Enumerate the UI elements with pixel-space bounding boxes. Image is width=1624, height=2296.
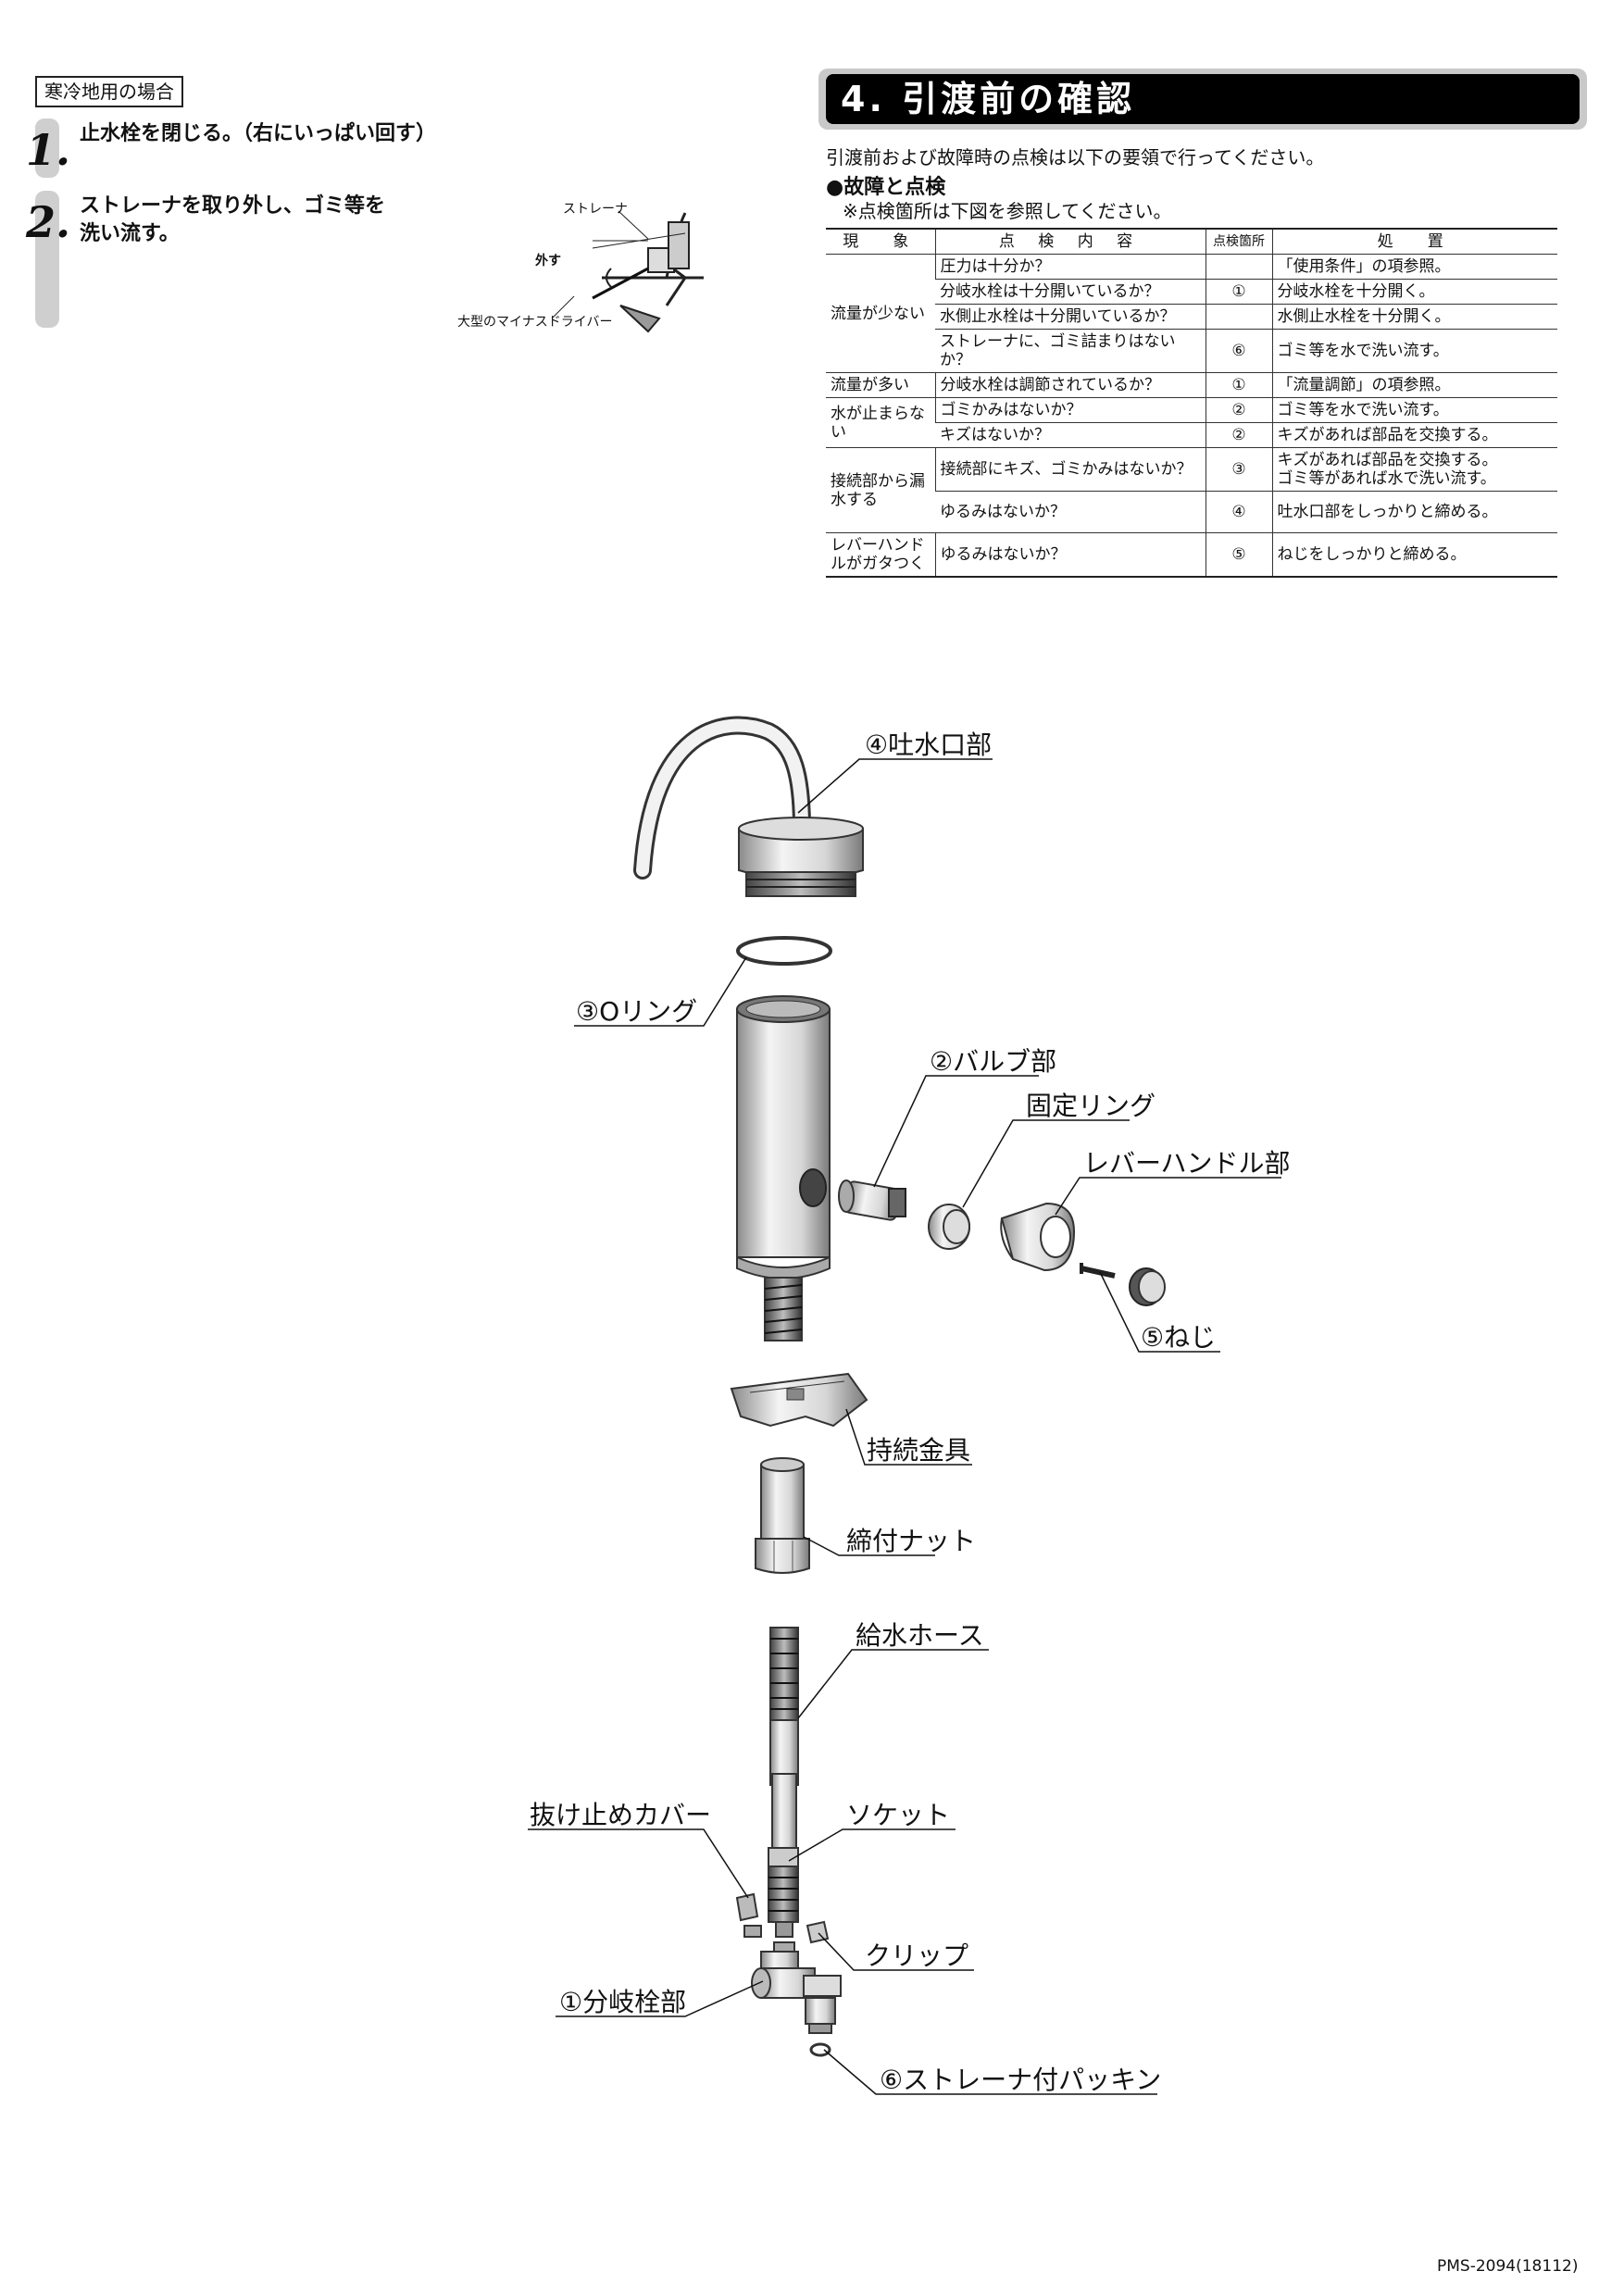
label-fixing-ring: 固定リング <box>1026 1091 1156 1121</box>
point-cell: ① <box>1205 372 1272 398</box>
bracket-part <box>730 1372 868 1428</box>
phenomenon-cell: 流量が少ない <box>826 254 935 373</box>
document-id: PMS-2094(18112) <box>1437 2257 1579 2276</box>
action-cell: 分岐水栓を十分開く。 <box>1271 279 1557 305</box>
action-cell: キズがあれば部品を交換する。 <box>1271 422 1557 448</box>
screw-part <box>1080 1263 1116 1279</box>
supply-hose-part <box>769 1627 799 1849</box>
point-cell: ⑥ <box>1205 329 1272 373</box>
strainer-gasket-part <box>809 2042 831 2057</box>
strainer-removal-figure: ストレーナ 外す 大型のマイナスドライバー <box>457 202 704 333</box>
section-intro: 引渡前および故障時の点検は以下の要領で行ってください。 <box>826 146 1325 168</box>
check-cell: ゆるみはないか？ <box>934 532 1206 578</box>
check-cell: 接続部にキズ、ゴミかみはないか？ <box>934 447 1206 492</box>
step-1-text: 止水栓を閉じる。（右にいっぱい回す） <box>80 122 437 145</box>
phenomenon-cell: 接続部から漏水する <box>826 447 935 533</box>
step-2-number: 2. <box>26 197 71 247</box>
leader-lines <box>528 758 1281 2095</box>
header-point: 点検箇所 <box>1205 228 1272 255</box>
step-2-bar <box>35 191 59 328</box>
label-supply-hose: 給水ホース <box>856 1620 984 1651</box>
label-stop-cover: 抜け止めカバー <box>530 1800 711 1830</box>
point-cell: ④ <box>1205 491 1272 533</box>
label-screw: ⑤ねじ <box>1141 1322 1216 1353</box>
step-2-text: ストレーナを取り外し、ゴミ等を 洗い流す。 <box>80 194 386 245</box>
lever-handle-part <box>1000 1202 1076 1272</box>
phenomenon-cell: 流量が多い <box>826 372 935 398</box>
screwdriver-label: 大型のマイナスドライバー <box>457 315 612 330</box>
branch-faucet-part <box>751 1951 842 2034</box>
reference-note: ※点検箇所は下図を参照してください。 <box>843 200 1172 222</box>
label-branch-faucet: ①分岐栓部 <box>559 1987 686 2017</box>
label-clip: クリップ <box>865 1940 968 1971</box>
point-cell: ② <box>1205 397 1272 423</box>
phenomenon-cell: レバーハンドルがガタつく <box>826 532 935 578</box>
header-action: 処 置 <box>1271 228 1557 255</box>
label-tightening-nut: 締付ナット <box>846 1526 976 1556</box>
phenomenon-cell: 水が止まらない <box>826 397 935 448</box>
table-row: レバーハンドルがガタつく ゆるみはないか？ ⑤ ねじをしっかりと締める。 <box>826 532 1557 578</box>
spout-part <box>633 716 864 897</box>
point-cell <box>1205 254 1272 280</box>
table-row: ゆるみはないか？ ④ 吐水口部をしっかりと締める。 <box>826 491 1557 533</box>
stop-cover-part <box>735 1892 762 1938</box>
valve-part <box>838 1179 906 1221</box>
point-cell: ① <box>1205 279 1272 305</box>
label-lever-handle: レバーハンドル部 <box>1083 1148 1290 1179</box>
remove-label: 外す <box>535 253 561 268</box>
o-ring-part <box>736 936 832 966</box>
cold-region-label: 寒冷地用の場合 <box>35 76 183 107</box>
check-cell: ゆるみはないか？ <box>935 491 1206 533</box>
faults-subheading: ●故障と点検 <box>826 176 946 199</box>
table-row: 流量が多い 分岐水栓は調節されているか？ ① 「流量調節」の項参照。 <box>826 372 1557 398</box>
step-1-bar <box>35 119 59 178</box>
check-cell: 分岐水栓は調節されているか？ <box>934 372 1206 398</box>
action-cell: キズがあれば部品を交換する。 ゴミ等があれば水で洗い流す。 <box>1271 447 1557 492</box>
label-spout: ④吐水口部 <box>865 730 992 760</box>
action-cell: 吐水口部をしっかりと締める。 <box>1271 491 1557 533</box>
table-row: ストレーナに、ゴミ詰まりはないか？ ⑥ ゴミ等を水で洗い流す。 <box>826 329 1557 373</box>
action-cell: ねじをしっかりと締める。 <box>1271 532 1557 578</box>
body-cylinder-part <box>736 995 831 1341</box>
socket-part <box>768 1847 799 1956</box>
table-row: 接続部から漏水する 接続部にキズ、ゴミかみはないか？ ③ キズがあれば部品を交換… <box>826 447 1557 533</box>
label-strainer-gasket: ⑥ストレーナ付パッキン <box>880 2065 1161 2095</box>
tightening-nut-part <box>755 1457 810 1574</box>
action-cell: ゴミ等を水で洗い流す。 <box>1271 329 1557 373</box>
cap-part <box>1129 1267 1166 1306</box>
table-row: 水側止水栓は十分開いているか？ 水側止水栓を十分開く。 <box>826 304 1557 330</box>
point-cell: ⑤ <box>1205 532 1272 578</box>
label-valve: ②バルブ部 <box>930 1046 1056 1077</box>
check-cell: ストレーナに、ゴミ詰まりはないか？ <box>935 329 1206 373</box>
inspection-table: 現 象 点 検 内 容 点検箇所 処 置 流量が少ない 圧力は十分か？ 「使用条… <box>826 228 1557 578</box>
fixing-ring-part <box>928 1204 970 1250</box>
step-1-number: 1. <box>26 125 71 175</box>
label-socket: ソケット <box>846 1800 950 1830</box>
label-bracket: 持続金具 <box>867 1435 970 1466</box>
strainer-label: ストレーナ <box>563 202 628 217</box>
label-o-ring: ③Oリング <box>576 996 697 1027</box>
table-row: 分岐水栓は十分開いているか？ ① 分岐水栓を十分開く。 <box>826 279 1557 305</box>
action-cell: 「流量調節」の項参照。 <box>1271 372 1557 398</box>
section-heading: 4. 引渡前の確認 <box>826 74 1580 124</box>
table-row: キズはないか？ ② キズがあれば部品を交換する。 <box>826 422 1557 448</box>
action-cell: ゴミ等を水で洗い流す。 <box>1271 397 1557 423</box>
